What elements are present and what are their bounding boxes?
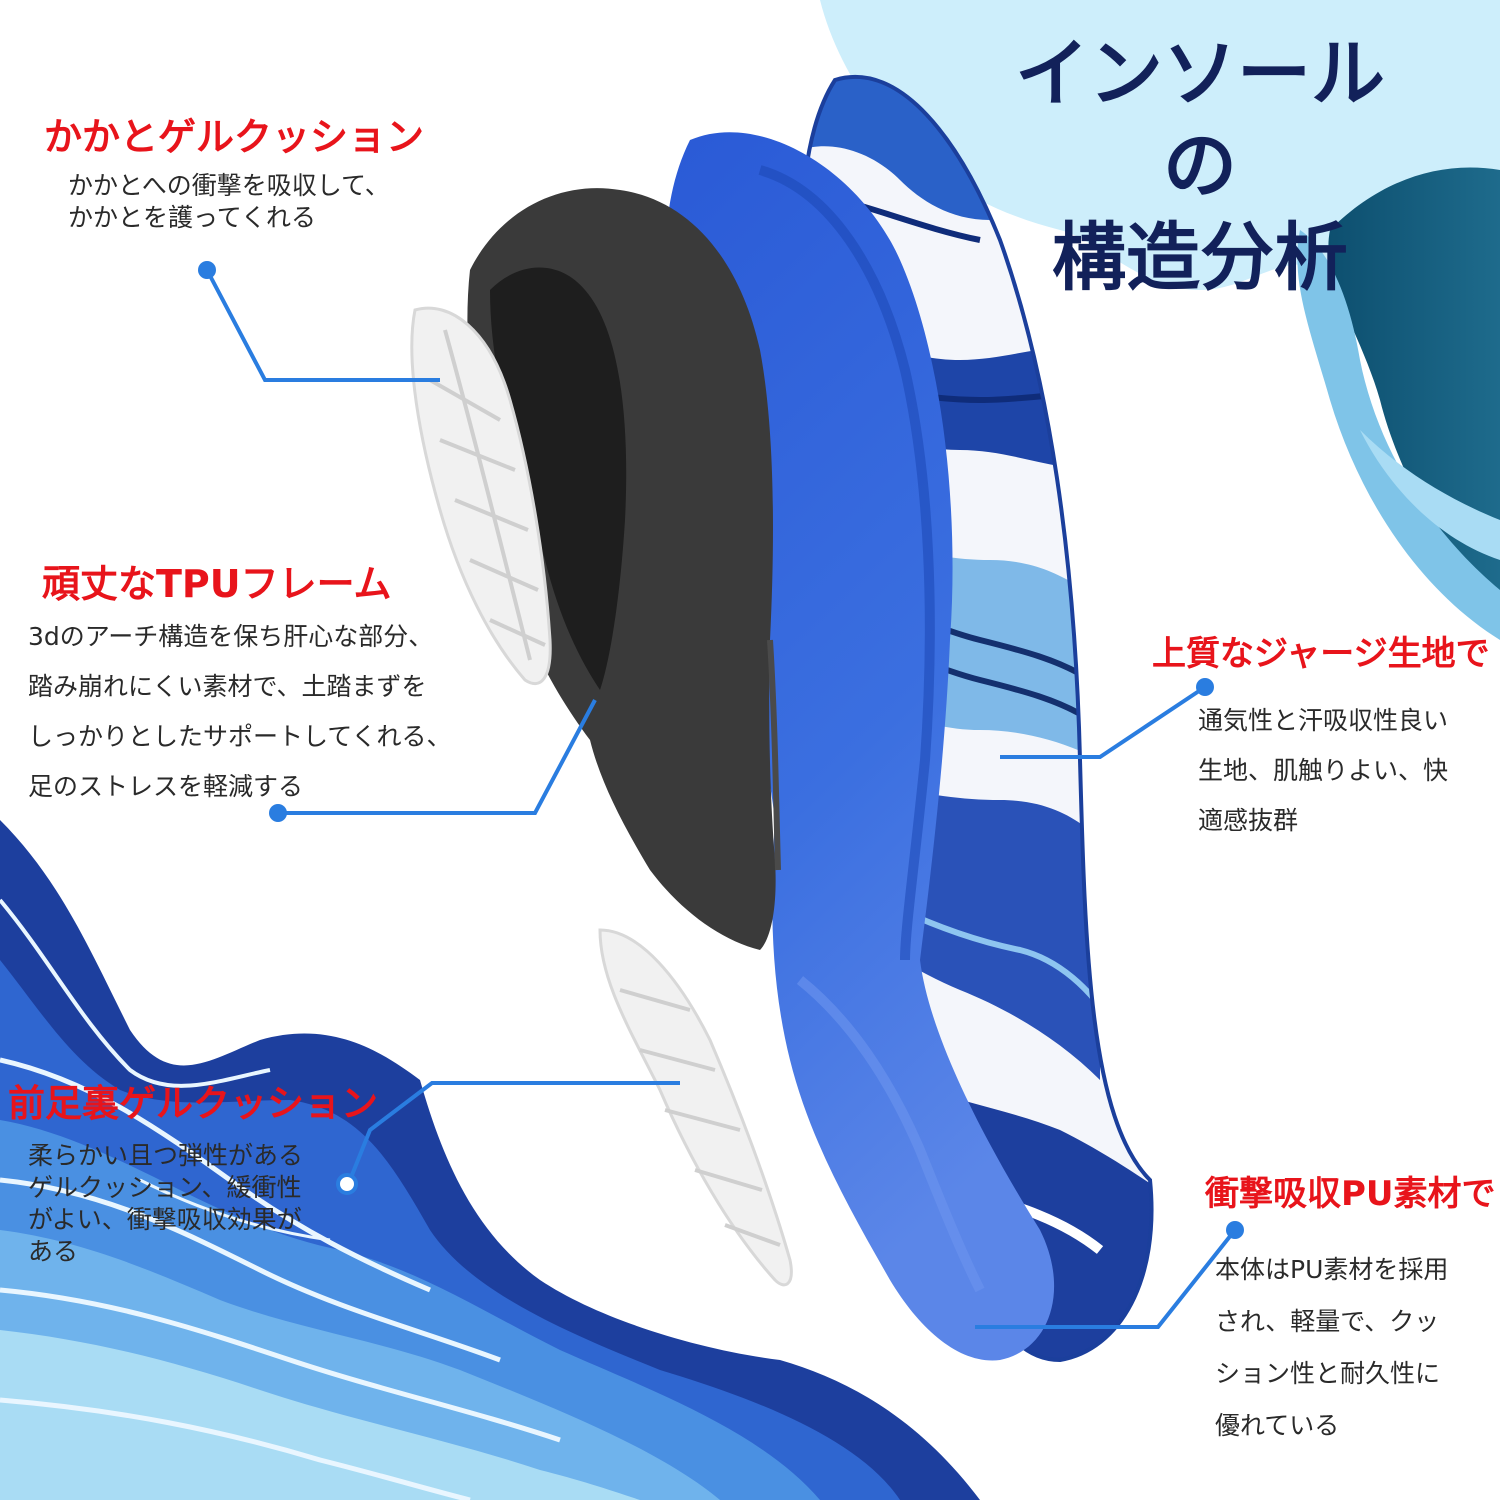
forefoot-gel-line: ゲルクッション、緩衝性 bbox=[28, 1173, 302, 1202]
forefoot-gel-description: 柔らかい且つ弾性がある ゲルクッション、緩衝性 がよい、衝撃吸収効果が ある bbox=[28, 1140, 303, 1268]
jersey-fabric-line: 生地、肌触りよい、快 bbox=[1198, 756, 1449, 785]
jersey-fabric-line: 通気性と汗吸収性良い bbox=[1198, 706, 1449, 735]
heel-gel-description: かかとへの衝撃を吸収して、 かかとを護ってくれる bbox=[68, 170, 390, 234]
heel-gel-pad bbox=[410, 306, 552, 686]
pu-material-heading: 衝撃吸収PU素材で bbox=[1205, 1174, 1496, 1214]
top-right-wave-background bbox=[820, 0, 1500, 640]
tpu-frame-heading: 頑丈なTPUフレーム bbox=[42, 562, 392, 606]
heel-gel-line: かかとへの衝撃を吸収して、 bbox=[68, 171, 390, 200]
pu-material-description: 本体はPU素材を採用 され、軽量で、クッ ション性と耐久性に 優れている bbox=[1215, 1244, 1448, 1452]
title-line-2: 構造分析 bbox=[1052, 215, 1348, 301]
foam-heel-layer bbox=[467, 188, 781, 951]
callout-dot-pu-material bbox=[1226, 1221, 1244, 1239]
pu-material-line: 本体はPU素材を採用 bbox=[1215, 1255, 1449, 1284]
page-title: インソールの 構造分析 bbox=[1000, 28, 1400, 304]
callout-dot-forefoot-gel bbox=[336, 1173, 358, 1195]
bottom-left-ocean-waves bbox=[0, 820, 980, 1500]
tpu-frame-line: しっかりとしたサポートしてくれる、 bbox=[28, 722, 452, 751]
jersey-fabric-heading: 上質なジャージ生地で bbox=[1152, 634, 1490, 674]
jersey-fabric-line: 適感抜群 bbox=[1198, 806, 1299, 835]
pu-material-line: ション性と耐久性に bbox=[1215, 1359, 1441, 1388]
callout-dot-tpu-frame bbox=[269, 804, 287, 822]
forefoot-gel-heading: 前足裏ゲルクッション bbox=[8, 1082, 378, 1125]
leader-line-pu-material bbox=[975, 1228, 1237, 1329]
tpu-frame-line: 3dのアーチ構造を保ち肝心な部分、 bbox=[28, 622, 434, 651]
leader-line-forefoot-gel bbox=[346, 1081, 680, 1186]
callout-dot-jersey-fabric bbox=[1196, 678, 1214, 696]
leader-line-heel-gel bbox=[205, 269, 440, 382]
forefoot-gel-line: ある bbox=[28, 1237, 79, 1266]
jersey-fabric-description: 通気性と汗吸収性良い 生地、肌触りよい、快 適感抜群 bbox=[1198, 696, 1448, 846]
tpu-frame-line: 足のストレスを軽減する bbox=[28, 772, 304, 801]
leader-line-jersey-fabric bbox=[1000, 685, 1207, 759]
title-line-1: インソールの bbox=[1015, 31, 1385, 209]
leader-line-tpu-frame bbox=[278, 699, 597, 815]
pu-material-line: 優れている bbox=[1215, 1411, 1340, 1440]
forefoot-gel-pad bbox=[598, 928, 793, 1287]
heel-gel-line: かかとを護ってくれる bbox=[68, 203, 317, 232]
forefoot-gel-line: がよい、衝撃吸収効果が bbox=[28, 1205, 302, 1234]
pu-material-line: され、軽量で、クッ bbox=[1215, 1307, 1440, 1336]
heel-gel-heading: かかとゲルクッション bbox=[44, 115, 425, 159]
callout-leader-lines bbox=[205, 269, 1237, 1329]
tpu-frame-line: 踏み崩れにくい素材で、土踏まずを bbox=[28, 672, 427, 701]
tpu-frame-description: 3dのアーチ構造を保ち肝心な部分、 踏み崩れにくい素材で、土踏まずを しっかりと… bbox=[28, 612, 452, 812]
callout-dot-heel-gel bbox=[198, 261, 216, 279]
forefoot-gel-line: 柔らかい且つ弾性がある bbox=[28, 1141, 304, 1170]
